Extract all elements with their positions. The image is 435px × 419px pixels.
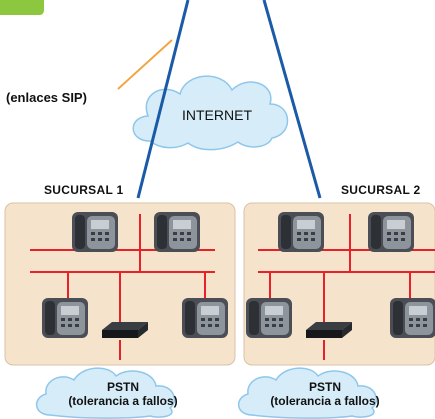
sip-links-label: (enlaces SIP) [6, 90, 87, 105]
phone-icon [154, 212, 200, 252]
wan-link-left [136, 0, 190, 199]
phone-icon [278, 212, 324, 252]
branch-2-label: SUCURSAL 2 [341, 183, 421, 197]
pstn-1-subtitle: (tolerancia a fallos) [68, 394, 178, 408]
branch-1-lan [30, 214, 215, 360]
phone-icon [368, 212, 414, 252]
phone-icon [246, 298, 292, 338]
pstn-1-label: PSTN (tolerancia a fallos) [33, 380, 213, 408]
internet-cloud [132, 75, 289, 151]
corner-tab [0, 0, 44, 15]
phone-icon [390, 298, 435, 338]
pstn-cloud-1 [36, 367, 176, 419]
phone-icon [42, 298, 88, 338]
wan-link-right [262, 0, 322, 199]
phone-icon [182, 298, 228, 338]
pstn-2-subtitle: (tolerancia a fallos) [270, 394, 380, 408]
pstn-2-title: PSTN [308, 380, 341, 394]
sip-pointer-line [117, 39, 173, 90]
phone-icon [72, 212, 118, 252]
pstn-1-title: PSTN [106, 380, 139, 394]
pstn-cloud-2 [238, 367, 378, 419]
pstn-2-label: PSTN (tolerancia a fallos) [235, 380, 415, 408]
internet-label: INTERNET [182, 107, 252, 123]
branch-1-label: SUCURSAL 1 [44, 183, 124, 197]
